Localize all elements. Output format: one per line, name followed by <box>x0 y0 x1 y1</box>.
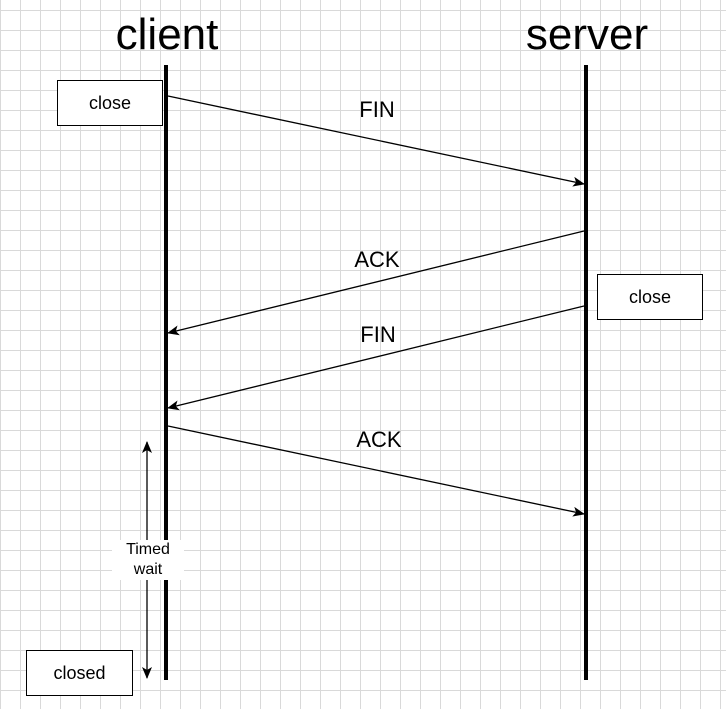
server-title: server <box>525 10 649 59</box>
timed-wait-line-2: wait <box>133 561 163 578</box>
client-close-state-label: close <box>88 92 132 113</box>
message-arrow-ack-server-to-client <box>167 230 585 336</box>
timed-wait-line-1: Timed <box>126 541 170 558</box>
server-close-state-box: close <box>597 274 703 320</box>
client-closed-state-box: closed <box>26 650 133 696</box>
client-closed-state-label: closed <box>53 662 106 683</box>
message-label-ack-1: ACK <box>354 247 400 272</box>
client-title: client <box>115 10 219 59</box>
message-arrow-fin-client-to-server <box>167 95 585 187</box>
server-close-state-label: close <box>628 286 672 307</box>
timed-wait-label: Timed wait <box>112 540 184 580</box>
message-arrow-fin-server-to-client <box>167 305 585 411</box>
message-arrow-ack-client-to-server <box>167 425 585 517</box>
message-label-fin-2: FIN <box>360 322 396 347</box>
message-label-ack-2: ACK <box>356 427 402 452</box>
message-label-fin-1: FIN <box>359 97 395 122</box>
client-close-state-box: close <box>57 80 163 126</box>
